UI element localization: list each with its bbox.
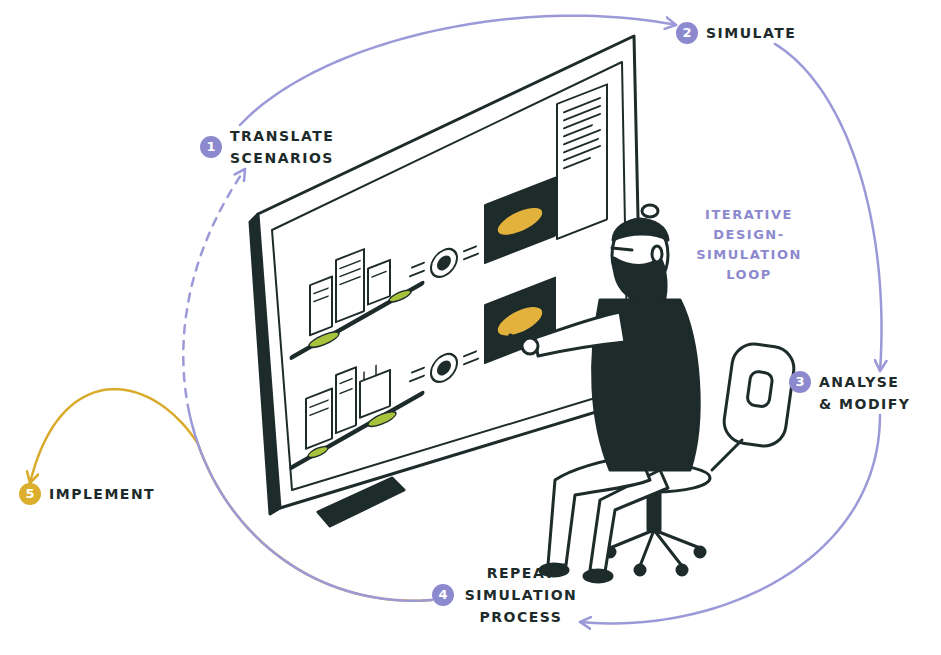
callout-number: 2 <box>676 22 698 44</box>
hair <box>613 220 668 240</box>
badge-circle <box>200 136 222 158</box>
shoe <box>584 570 612 582</box>
target-symbol <box>438 255 450 272</box>
step-label: IMPLEMENT <box>49 483 155 505</box>
step-node: 3 ANALYSE & MODIFY <box>789 371 913 415</box>
chair-wheel <box>635 565 645 575</box>
text-lines <box>564 98 600 168</box>
building <box>310 277 332 336</box>
flow-arrow <box>580 415 880 623</box>
beard <box>614 258 666 302</box>
number-badge: 1 <box>200 136 222 158</box>
simulation-heatmap <box>497 201 543 241</box>
callout-number: 5 <box>19 483 41 505</box>
step-label: ANALYSE & MODIFY <box>819 371 913 415</box>
step-node: 2 SIMULATE <box>676 22 796 44</box>
monitor-screen <box>272 62 628 490</box>
green-area <box>308 444 328 460</box>
step-label: REPEAT SIMULATION PROCESS <box>462 562 580 628</box>
green-area <box>389 288 411 305</box>
number-badge: 5 <box>19 483 41 505</box>
step-label: SIMULATE <box>706 22 796 44</box>
target-symbol <box>438 360 450 377</box>
arm <box>535 312 625 356</box>
glasses <box>612 248 632 250</box>
target-symbol <box>431 245 457 281</box>
hair-bun <box>642 205 658 217</box>
flow-arrow <box>240 16 676 125</box>
text-panel <box>557 84 607 238</box>
simulation-heatmap <box>497 300 543 342</box>
green-area <box>368 409 396 430</box>
flow-arrow <box>183 169 432 601</box>
number-badge: 3 <box>789 371 811 393</box>
windows <box>314 251 386 302</box>
chair-arm <box>712 440 742 470</box>
finger <box>510 335 524 341</box>
building <box>306 389 332 449</box>
building <box>336 367 356 433</box>
target-symbol <box>431 350 457 386</box>
flow-dashes <box>410 242 478 386</box>
chair-back <box>721 341 796 449</box>
flow-arrow <box>30 389 432 600</box>
ear <box>652 246 662 262</box>
green-area <box>309 329 339 351</box>
step-node: 4 REPEAT SIMULATION PROCESS <box>432 562 580 628</box>
step-node: 5 IMPLEMENT <box>19 483 155 505</box>
number-badge: 4 <box>432 584 454 606</box>
loop-label: ITERATIVE DESIGN-SIMULATION LOOP <box>688 205 810 285</box>
chair-wheel <box>695 547 705 557</box>
badge-circle <box>432 584 454 606</box>
building <box>368 260 390 305</box>
number-badge: 2 <box>676 22 698 44</box>
step-node: 1 TRANSLATE SCENARIOS <box>200 125 348 169</box>
badge-circle <box>19 483 41 505</box>
callout-number: 3 <box>789 371 811 393</box>
monitor-frame <box>258 36 642 508</box>
chair-wheel <box>677 565 687 575</box>
callout-number: 4 <box>432 584 454 606</box>
badge-circle <box>676 22 698 44</box>
simulation-image <box>485 178 555 263</box>
chair-base <box>610 530 700 566</box>
step-label: TRANSLATE SCENARIOS <box>230 125 348 169</box>
badge-circle <box>789 371 811 393</box>
callout-number: 1 <box>200 136 222 158</box>
windows <box>310 365 376 415</box>
connectors <box>30 16 882 624</box>
chair-back <box>747 371 774 408</box>
